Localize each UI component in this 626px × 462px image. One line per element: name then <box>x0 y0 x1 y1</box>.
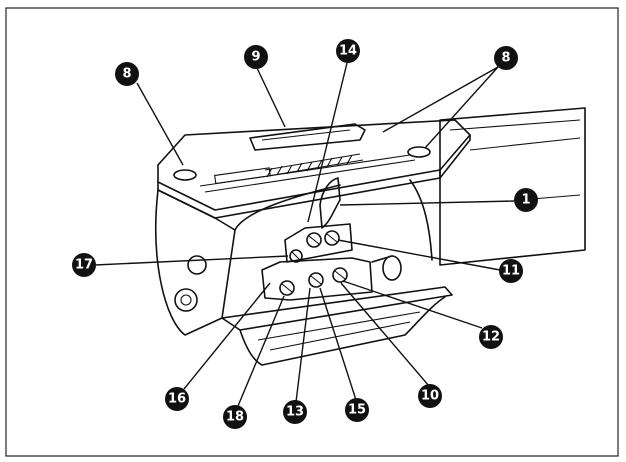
callout-13: 13 <box>283 400 307 424</box>
callout-12: 12 <box>479 325 503 349</box>
callout-8-right: 8 <box>494 46 518 70</box>
callout-8-left: 8 <box>115 62 139 86</box>
callout-label: 15 <box>348 403 366 418</box>
callout-label: 17 <box>75 258 93 273</box>
callout-15: 15 <box>345 398 369 422</box>
callout-label: 8 <box>501 51 510 66</box>
figure-frame <box>5 7 619 457</box>
callout-label: 8 <box>122 67 131 82</box>
callout-label: 16 <box>168 392 186 407</box>
callout-label: 18 <box>226 410 244 425</box>
callout-14: 14 <box>336 39 360 63</box>
callout-label: 10 <box>421 389 439 404</box>
mechanism-drawing <box>155 107 586 366</box>
callout-label: 14 <box>339 44 357 59</box>
leader-lines <box>94 62 515 407</box>
callout-label: 9 <box>251 50 260 65</box>
callout-9: 9 <box>244 45 268 69</box>
callout-label: 11 <box>502 264 520 279</box>
callout-label: 1 <box>521 193 530 208</box>
callout-16: 16 <box>165 387 189 411</box>
callout-10: 10 <box>418 384 442 408</box>
callout-18: 18 <box>223 405 247 429</box>
callout-label: 12 <box>482 330 500 345</box>
callout-17: 17 <box>72 253 96 277</box>
callout-11: 11 <box>499 259 523 283</box>
callout-label: 13 <box>286 405 304 420</box>
callout-1: 1 <box>514 188 538 212</box>
